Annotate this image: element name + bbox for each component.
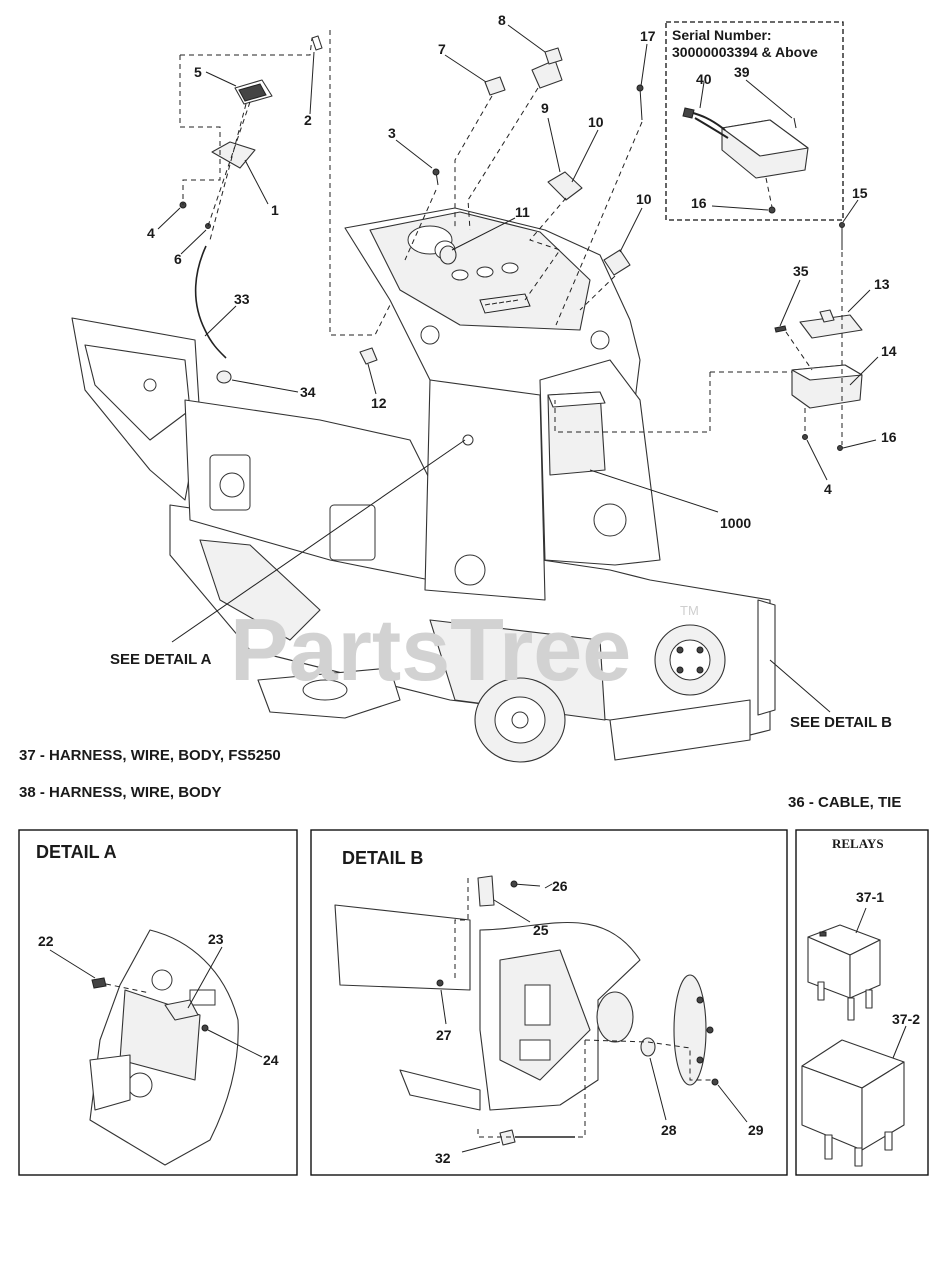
callout-16b: 16: [881, 429, 897, 445]
callout-33: 33: [234, 291, 250, 307]
callout-4: 4: [147, 225, 155, 241]
callout-34: 34: [300, 384, 316, 400]
callout-37-1: 37-1: [856, 889, 884, 905]
callout-28: 28: [661, 1122, 677, 1138]
callout-32: 32: [435, 1150, 451, 1166]
callout-11: 11: [515, 204, 530, 220]
callout-39: 39: [734, 64, 750, 80]
relays-title: RELAYS: [832, 836, 884, 851]
main-leader-lines: [157, 24, 879, 713]
main-dashed-connectors: [179, 30, 843, 445]
note-36: 36 - CABLE, TIE: [788, 794, 901, 811]
main-callouts: 5 1 2 3 4 6 7 8 9 10 10 11 12 17 33 34 4…: [147, 12, 897, 531]
callout-3: 3: [388, 125, 396, 141]
callout-16a: 16: [691, 195, 707, 211]
watermark-tm: TM: [680, 603, 699, 618]
watermark: PartsTree TM: [230, 600, 699, 699]
serial-line-1: Serial Number:: [672, 27, 772, 43]
relays-panel: RELAYS 37-1 37-2: [795, 829, 929, 1176]
callout-37-2: 37-2: [892, 1011, 920, 1027]
detail-a-panel: DETAIL A 22 23 24: [18, 829, 298, 1176]
callout-1000: 1000: [720, 515, 751, 531]
see-detail-a-label: SEE DETAIL A: [110, 651, 212, 668]
note-38: 38 - HARNESS, WIRE, BODY: [19, 784, 222, 801]
callout-1: 1: [271, 202, 279, 218]
callout-9: 9: [541, 100, 549, 116]
callout-12: 12: [371, 395, 387, 411]
callout-10a: 10: [588, 114, 604, 130]
callout-27: 27: [436, 1027, 452, 1043]
watermark-text: PartsTree: [230, 600, 631, 699]
callout-5: 5: [194, 64, 202, 80]
callout-17: 17: [640, 28, 656, 44]
callout-35: 35: [793, 263, 809, 279]
callout-8: 8: [498, 12, 506, 28]
callout-13: 13: [874, 276, 890, 292]
main-frame-drawing: [71, 207, 776, 763]
note-37: 37 - HARNESS, WIRE, BODY, FS5250: [19, 747, 281, 764]
callout-25: 25: [533, 922, 549, 938]
callout-10b: 10: [636, 191, 652, 207]
see-detail-b-label: SEE DETAIL B: [790, 714, 892, 731]
serial-number-inset: Serial Number: 30000003394 & Above: [665, 21, 844, 221]
callout-29: 29: [748, 1122, 764, 1138]
callout-23: 23: [208, 931, 224, 947]
callout-22: 22: [38, 933, 54, 949]
callout-2: 2: [304, 112, 312, 128]
callout-26: 26: [552, 878, 568, 894]
callout-40: 40: [696, 71, 712, 87]
callout-15: 15: [852, 185, 868, 201]
callout-7: 7: [438, 41, 446, 57]
callout-6: 6: [174, 251, 182, 267]
callout-24: 24: [263, 1052, 279, 1068]
detail-a-title: DETAIL A: [36, 842, 117, 862]
detail-b-title: DETAIL B: [342, 848, 423, 868]
serial-line-2: 30000003394 & Above: [672, 44, 818, 60]
detail-b-panel: DETAIL B 26 25 27 28 29 32: [310, 829, 788, 1176]
main-parts: [179, 35, 863, 451]
callout-4b: 4: [824, 481, 832, 497]
callout-14: 14: [881, 343, 897, 359]
